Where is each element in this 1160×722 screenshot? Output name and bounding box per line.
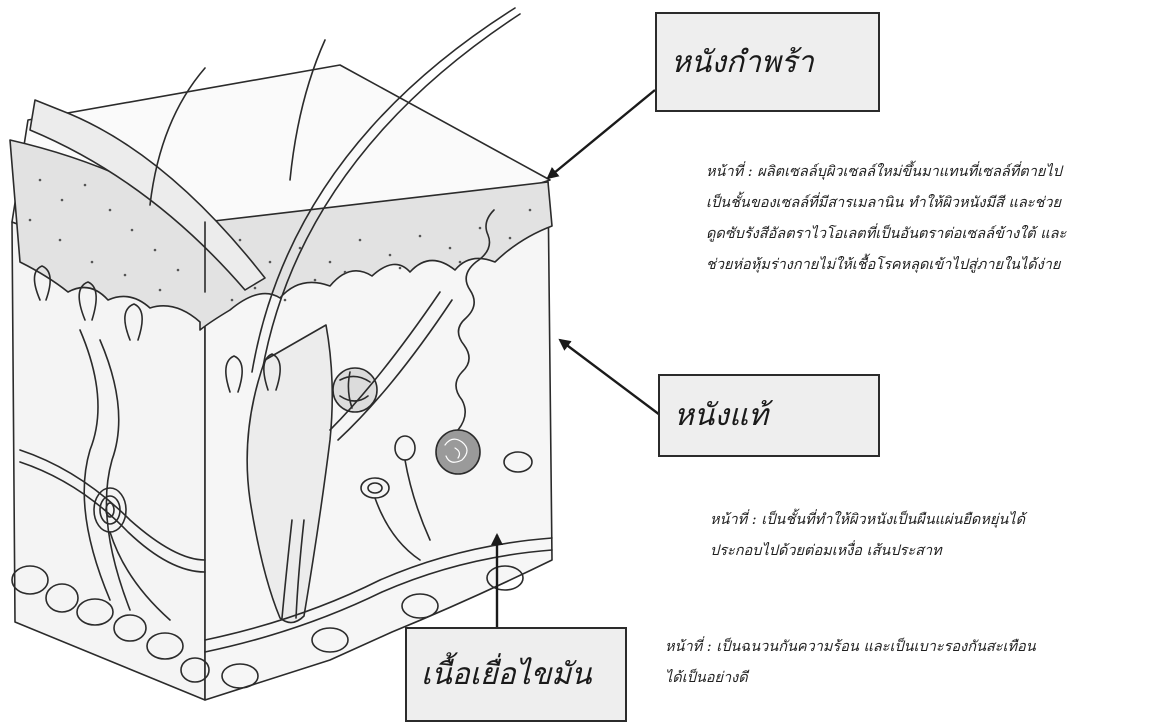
epidermis-arrow [548,90,655,178]
description-line: ประกอบไปด้วยต่อมเหงื่อ เส้นประสาท [710,536,1025,567]
subcutaneous-description: หน้าที่ : เป็นฉนวนกันความร้อน และเป็นเบา… [665,632,1036,694]
description-line: หน้าที่ : เป็นชั้นที่ทำให้ผิวหนังเป็นผืน… [710,505,1025,536]
description-line: ได้เป็นอย่างดี [665,663,1036,694]
epidermis-label-box: หนังกำพร้า [655,12,880,112]
sweat-gland [436,430,480,474]
description-line: ช่วยห่อหุ้มร่างกายไม่ให้เชื้อโรคหลุดเข้า… [706,250,1066,281]
epidermis-description: หน้าที่ : ผลิตเซลล์บุผิวเซลล์ใหม่ขึ้นมาแ… [706,157,1066,281]
description-line: หน้าที่ : เป็นฉนวนกันความร้อน และเป็นเบา… [665,632,1036,663]
description-line: หน้าที่ : ผลิตเซลล์บุผิวเซลล์ใหม่ขึ้นมาแ… [706,157,1066,188]
epidermis-label: หนังกำพร้า [671,46,814,79]
subcutaneous-label-box: เนื้อเยื่อไขมัน [405,627,627,722]
subcutaneous-label: เนื้อเยื่อไขมัน [421,658,592,691]
sebaceous-gland [333,368,377,412]
description-line: ดูดซับรังสีอัลตราไวโอเลตที่เป็นอันตราต่อ… [706,219,1066,250]
dermis-arrow [560,340,660,415]
dermis-label: หนังแท้ [674,399,768,432]
dermis-description: หน้าที่ : เป็นชั้นที่ทำให้ผิวหนังเป็นผืน… [710,505,1025,567]
dermis-label-box: หนังแท้ [658,374,880,457]
description-line: เป็นชั้นของเซลล์ที่มีสารเมลานิน ทำให้ผิว… [706,188,1066,219]
